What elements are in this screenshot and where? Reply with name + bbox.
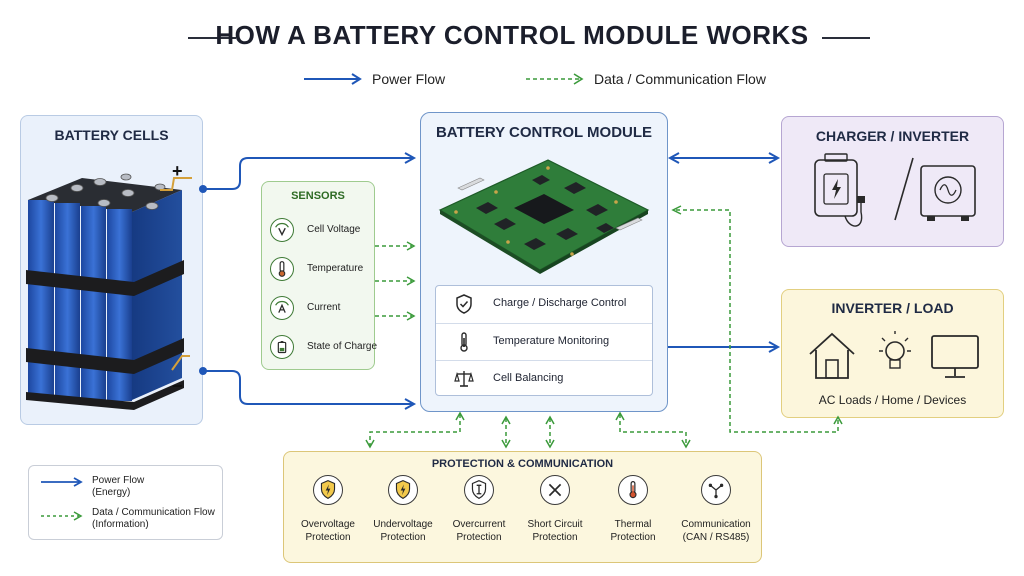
battery-cells-title: BATTERY CELLS xyxy=(54,127,169,143)
sensor-state-of-charge: State of Charge xyxy=(270,332,378,364)
thermometer-icon xyxy=(453,331,475,353)
legend-data-label: Data / Communication Flow xyxy=(92,507,215,518)
protection-title: PROTECTION & COMMUNICATION xyxy=(431,458,614,470)
protection-label-line1: Short Circuit xyxy=(527,519,583,530)
thermometer-icon xyxy=(618,475,648,505)
load-caption: AC Loads / Home / Devices xyxy=(818,393,967,407)
sensor-label: Cell Voltage xyxy=(307,224,361,235)
monitor-icon xyxy=(931,335,979,369)
positive-terminal-label: + xyxy=(172,161,183,181)
negative-terminal-label: − xyxy=(172,376,183,396)
sensor-temperature: Temperature xyxy=(270,254,374,286)
charger-title: CHARGER / INVERTER xyxy=(815,128,970,144)
protection-label-line2: Protection xyxy=(532,532,578,543)
home-icon xyxy=(809,332,855,379)
legend-data-sublabel: (Information) xyxy=(92,519,149,530)
data-flow-protection xyxy=(365,411,691,449)
protection-label-line2: Protection xyxy=(305,532,351,543)
sensors-title: SENSORS xyxy=(291,190,345,202)
sensor-cell-voltage: Cell Voltage xyxy=(270,215,374,247)
current-shield-icon xyxy=(464,475,494,505)
protection-label-line1: Communication xyxy=(681,519,751,530)
charger-inverter-illustration xyxy=(814,153,976,227)
bcm-functions-box: Charge / Discharge Control Temperature M… xyxy=(435,285,653,396)
power-flow-charger xyxy=(667,152,781,164)
legend-power-label: Power Flow xyxy=(92,475,145,486)
page-title: HOW A BATTERY CONTROL MODULE WORKS xyxy=(215,20,809,50)
data-flow-legend-arrow xyxy=(526,73,584,85)
protection-label-line1: Overcurrent xyxy=(452,519,506,530)
function-temperature-monitoring: Temperature Monitoring xyxy=(436,323,652,360)
data-flow-legend-label: Data / Communication Flow xyxy=(594,71,766,87)
lightning-shield-icon xyxy=(313,475,343,505)
function-label: Cell Balancing xyxy=(493,372,564,384)
control-board-illustration xyxy=(438,159,650,274)
power-flow-legend-arrow xyxy=(41,477,83,487)
data-flow-legend-arrow xyxy=(41,511,83,521)
protection-label-line2: (CAN / RS485) xyxy=(682,532,750,543)
protection-label-line1: Thermal xyxy=(614,519,652,530)
bcm-title: BATTERY CONTROL MODULE xyxy=(435,124,653,141)
battery-level-icon xyxy=(270,335,294,359)
load-devices-illustration xyxy=(809,331,979,379)
battery-pack-illustration xyxy=(26,173,192,410)
power-flow-legend-label: Power Flow xyxy=(372,71,446,87)
function-label: Charge / Discharge Control xyxy=(493,297,627,309)
legend-power-sublabel: (Energy) xyxy=(92,487,131,498)
protection-label-line2: Protection xyxy=(610,532,656,543)
inverter-icon xyxy=(920,165,976,217)
ammeter-icon xyxy=(270,296,294,320)
shield-check-icon xyxy=(453,293,475,315)
load-title: INVERTER / LOAD xyxy=(831,300,954,316)
sensors-panel: SENSORS Cell Voltage Temperature Current… xyxy=(261,181,378,370)
sensor-label: Current xyxy=(307,302,341,313)
balance-scale-icon xyxy=(453,368,475,390)
protection-communication: Communication (CAN / RS485) xyxy=(676,474,756,558)
protection-label-line1: Overvoltage xyxy=(301,519,355,530)
power-flow-legend-arrow xyxy=(304,73,362,85)
sensor-label: State of Charge xyxy=(307,341,378,352)
sensor-current: Current xyxy=(270,293,374,325)
network-icon xyxy=(701,475,731,505)
data-flow-sensors xyxy=(375,241,416,321)
lightning-shield-icon xyxy=(388,475,418,505)
thermometer-icon xyxy=(270,257,294,281)
voltmeter-icon xyxy=(270,218,294,242)
protection-label-line1: Undervoltage xyxy=(373,519,433,530)
title-rule-right xyxy=(822,37,870,39)
power-flow-load xyxy=(668,341,781,353)
function-cell-balancing: Cell Balancing xyxy=(436,360,652,397)
sensor-label: Temperature xyxy=(307,263,364,274)
function-label: Temperature Monitoring xyxy=(493,335,610,347)
protection-label-line2: Protection xyxy=(380,532,426,543)
title-rule-left xyxy=(188,37,236,39)
cross-icon xyxy=(540,475,570,505)
light-bulb-icon xyxy=(879,331,911,369)
function-charge-discharge: Charge / Discharge Control xyxy=(436,286,652,323)
power-flow-battery-negative xyxy=(199,367,417,410)
flow-legend-box: Power Flow(Energy) Data / Communication … xyxy=(28,465,223,540)
protection-label-line2: Protection xyxy=(456,532,502,543)
